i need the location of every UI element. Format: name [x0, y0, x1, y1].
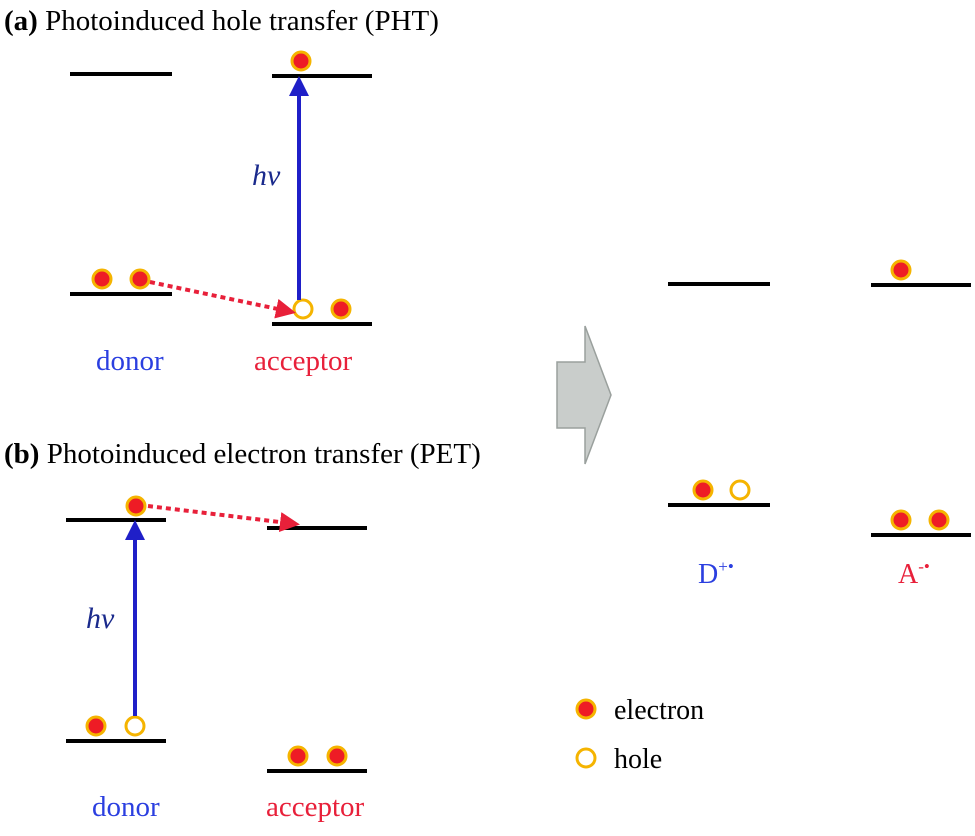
- electron-icon: [890, 509, 912, 531]
- result-arrow-icon: [556, 325, 612, 465]
- electron-icon: [692, 479, 714, 501]
- legend-electron-icon: [575, 698, 597, 720]
- pet-donor-label: donor: [92, 791, 160, 823]
- hole-icon: [292, 298, 314, 320]
- legend-hole-label: hole: [614, 744, 662, 775]
- pet-transfer-arrow: [147, 504, 300, 532]
- electron-icon: [91, 268, 113, 290]
- result-acceptor-anion-label: A-•: [898, 557, 930, 590]
- electron-icon: [290, 50, 312, 72]
- panel-b: (b) Photoinduced electron transfer (PET)…: [4, 438, 481, 823]
- electron-icon: [125, 495, 147, 517]
- pht-acceptor-label: acceptor: [254, 345, 353, 377]
- electron-icon: [85, 715, 107, 737]
- pht-donor-label: donor: [96, 345, 164, 377]
- electron-icon: [928, 509, 950, 531]
- legend-hole-icon: [575, 747, 597, 769]
- electron-icon: [330, 298, 352, 320]
- hole-icon: [729, 479, 751, 501]
- pet-acceptor-label: acceptor: [266, 791, 365, 823]
- panel-b-title: (b) Photoinduced electron transfer (PET): [4, 438, 481, 470]
- electron-icon: [287, 745, 309, 767]
- panel-a-title: (a) Photoinduced hole transfer (PHT): [4, 5, 439, 37]
- result-donor-cation-label: D+•: [698, 557, 734, 590]
- result-state: D+• A-•: [668, 259, 971, 590]
- pht-excitation-label: hν: [252, 159, 281, 192]
- pet-excitation-label: hν: [86, 602, 115, 635]
- hole-icon: [124, 715, 146, 737]
- electron-icon: [326, 745, 348, 767]
- electron-icon: [890, 259, 912, 281]
- legend-electron-label: electron: [614, 695, 704, 726]
- electron-icon: [129, 268, 151, 290]
- pht-transfer-arrow: [149, 280, 296, 319]
- panel-a: (a) Photoinduced hole transfer (PHT) hν …: [4, 5, 439, 377]
- legend: electron hole: [575, 695, 704, 775]
